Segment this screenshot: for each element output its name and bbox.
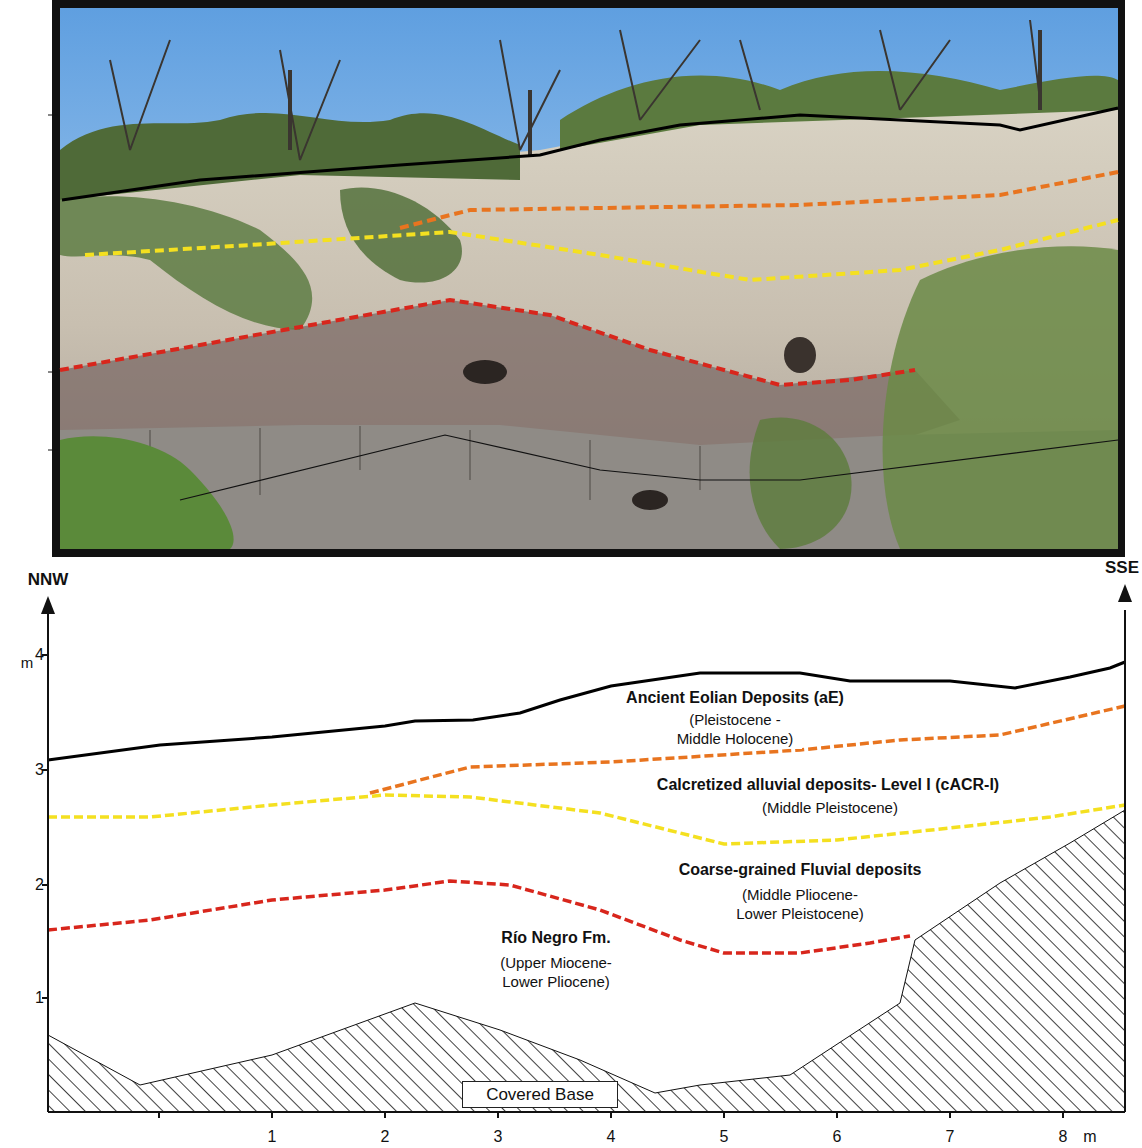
unit-name: Coarse-grained Fluvial deposits	[677, 860, 924, 881]
axis-tick-label: 6	[833, 1127, 842, 1148]
direction-label: NNW	[28, 569, 69, 591]
direction-label: SSE	[1105, 557, 1139, 579]
axis-tick-label: 5	[720, 1127, 729, 1148]
outcrop-photo	[52, 0, 1125, 557]
covered-base-box: Covered Base	[462, 1081, 618, 1108]
unit-age: (Middle Pliocene- Lower Pleistocene)	[718, 885, 882, 924]
unit-name: Calcretized alluvial deposits- Level I (…	[655, 775, 1001, 796]
cross-section	[41, 584, 1132, 1118]
axis-unit: m	[1083, 1127, 1096, 1148]
unit-age: (Upper Miocene- Lower Pliocene)	[484, 953, 628, 992]
axis-tick-label: 3	[494, 1127, 503, 1148]
axis-tick-label: 2	[381, 1127, 390, 1148]
axis-tick-label: 1	[268, 1127, 277, 1148]
axis-tick-label: 3	[35, 760, 44, 781]
box-text: Covered Base	[486, 1085, 594, 1105]
axis-tick-label: 4	[35, 645, 44, 666]
unit-age: (Middle Pleistocene)	[760, 798, 900, 818]
unit-age: (Pleistocene - Middle Holocene)	[668, 710, 802, 749]
axis-tick-label: 8	[1059, 1127, 1068, 1148]
axis-tick-label: 1	[35, 988, 44, 1009]
unit-name: Río Negro Fm.	[499, 928, 612, 949]
axis-unit: m	[21, 653, 34, 673]
unit-name: Ancient Eolian Deposits (aE)	[624, 688, 846, 709]
axis-tick-label: 2	[35, 875, 44, 896]
axis-tick-label: 7	[946, 1127, 955, 1148]
axis-tick-label: 4	[607, 1127, 616, 1148]
